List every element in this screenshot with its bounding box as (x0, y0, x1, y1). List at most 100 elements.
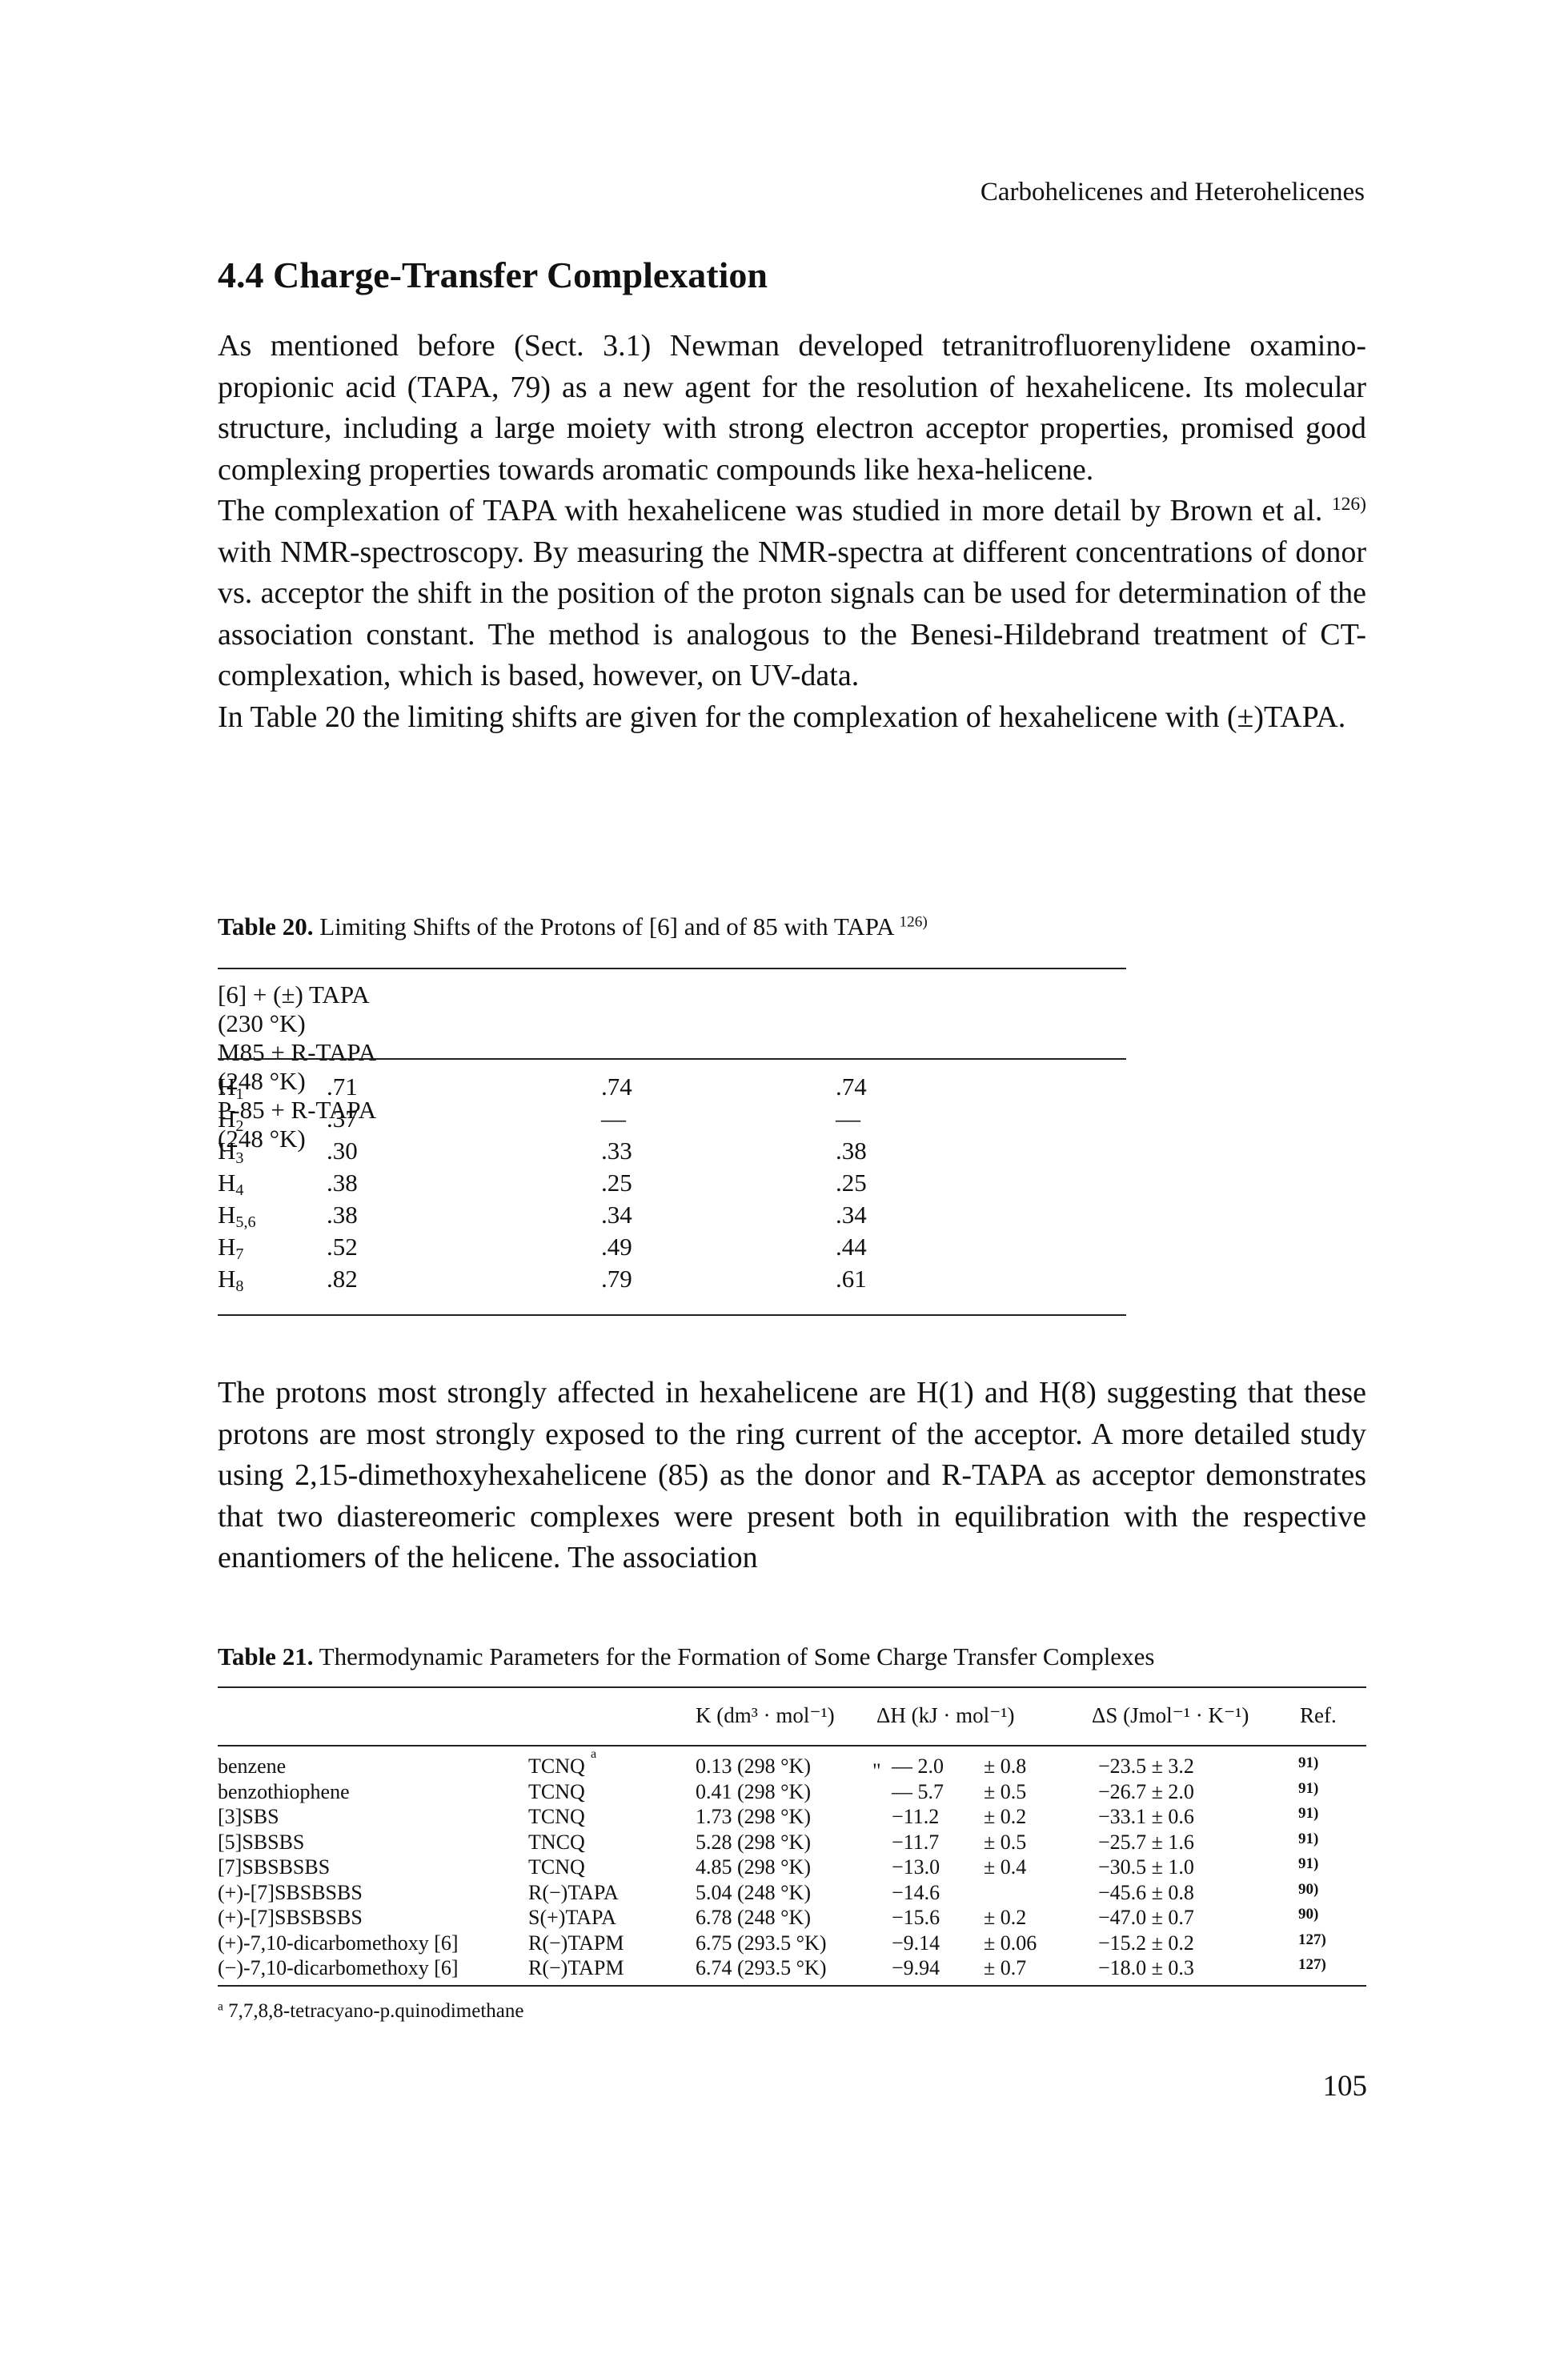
dh-error-cell: ± 0.8 (984, 1754, 1027, 1778)
donor-cell: (+)-[7]SBSBSBS (218, 1906, 363, 1929)
dh-cell: −15.6 (892, 1906, 940, 1929)
header-line: [6] + (±) TAPA (218, 980, 370, 1009)
ref-cell: 91) (1298, 1855, 1319, 1872)
ref-cell: 90) (1298, 1906, 1319, 1923)
k-cell: 0.13 (298 °K) (696, 1754, 811, 1778)
k-cell: 5.04 (248 °K) (696, 1880, 811, 1904)
header-line: (248 °K) (218, 1125, 306, 1153)
dh-cell: −9.94 (892, 1956, 940, 1979)
dh-error-cell: ± 0.4 (984, 1855, 1027, 1879)
header-line: P-85 + R-TAPA (218, 1096, 377, 1124)
dh-cell: −14.6 (892, 1880, 940, 1904)
header-line: (230 °K) (218, 1009, 306, 1037)
dh-error-cell: ± 0.06 (984, 1931, 1037, 1955)
dh-cell: — 5.7 (892, 1779, 944, 1803)
acceptor-cell: R(−)TAPM (528, 1956, 624, 1979)
table20-header: [6] + (±) TAPA (230 °K) M85 + R-TAPA (24… (218, 980, 376, 1153)
table20-header-col1: [6] + (±) TAPA (230 °K) (218, 980, 376, 1038)
table-cell: .38 (327, 1169, 358, 1197)
table-row: H1.71.74.74 (218, 1073, 1098, 1105)
acceptor-cell: TCNQ (528, 1754, 585, 1778)
table20-header-rule (218, 1058, 1126, 1060)
ref-cell: 127) (1298, 1956, 1326, 1973)
dh-error-cell: ± 0.7 (984, 1956, 1027, 1979)
ds-cell: −26.7 ± 2.0 (1098, 1779, 1194, 1803)
table20-caption: Table 20. Limiting Shifts of the Protons… (218, 912, 928, 941)
paragraph-text: with NMR-spectroscopy. By measuring the … (218, 535, 1366, 693)
table-row: H3.30.33.38 (218, 1137, 1098, 1169)
row-label: H7 (218, 1233, 244, 1264)
table-cell: .33 (601, 1137, 632, 1165)
table-cell: .74 (836, 1073, 867, 1101)
table21-header-rule (218, 1745, 1366, 1746)
table-cell: .44 (836, 1233, 867, 1261)
table20-header-col2: M85 + R-TAPA (248 °K) (218, 1038, 376, 1096)
table-cell: — (601, 1105, 626, 1133)
header-k: K (dm³ · mol⁻¹) (696, 1703, 835, 1727)
dh-error-cell: ± 0.2 (984, 1906, 1027, 1929)
body-text: As mentioned before (Sect. 3.1) Newman d… (218, 326, 1366, 738)
k-cell: 6.74 (293.5 °K) (696, 1956, 827, 1979)
k-cell: 6.78 (248 °K) (696, 1906, 811, 1929)
section-title: 4.4 Charge-Transfer Complexation (218, 255, 768, 295)
table-cell: — (836, 1105, 860, 1133)
dh-cell: −13.0 (892, 1855, 940, 1879)
table-row: H2 .37 — — (218, 1105, 1098, 1137)
ditto-mark: " (872, 1759, 881, 1783)
ref-cell: 91) (1298, 1830, 1319, 1847)
acceptor-cell: R(−)TAPM (528, 1931, 624, 1955)
dh-error-cell: ± 0.2 (984, 1805, 1027, 1828)
k-cell: 0.41 (298 °K) (696, 1779, 811, 1803)
ref-cell: 127) (1298, 1931, 1326, 1948)
table20-top-rule (218, 968, 1126, 969)
table-cell: .71 (327, 1073, 358, 1101)
table21-label: Table 21. (218, 1642, 314, 1670)
paragraph: In Table 20 the limiting shifts are give… (218, 700, 1346, 734)
k-cell: 6.75 (293.5 °K) (696, 1931, 827, 1955)
table20-bottom-rule (218, 1314, 1126, 1316)
paragraph: The protons most strongly affected in he… (218, 1376, 1366, 1574)
row-label: H8 (218, 1265, 244, 1296)
donor-cell: benzene (218, 1754, 287, 1778)
ref-cell: 91) (1298, 1805, 1319, 1822)
acceptor-cell: TCNQ (528, 1805, 585, 1828)
table-cell: .38 (836, 1137, 867, 1165)
table-cell: .79 (601, 1265, 632, 1293)
table-cell: .25 (601, 1169, 632, 1197)
reference-superscript: 126) (1331, 494, 1367, 515)
body-text-2: The protons most strongly affected in he… (218, 1373, 1366, 1579)
paragraph-text: et al. (1261, 494, 1323, 527)
paragraph-text: The complexation of TAPA with hexahelice… (218, 494, 1253, 527)
acceptor-cell: S(+)TAPA (528, 1906, 616, 1929)
dh-cell: −11.7 (892, 1830, 940, 1854)
ds-cell: −25.7 ± 1.6 (1098, 1830, 1194, 1854)
ds-cell: −47.0 ± 0.7 (1098, 1906, 1194, 1929)
ds-cell: −45.6 ± 0.8 (1098, 1880, 1194, 1904)
table20-header-col3: P-85 + R-TAPA (248 °K) (218, 1096, 376, 1153)
row-label: H3 (218, 1137, 244, 1168)
table21-header: K (dm³ · mol⁻¹) ΔH (kJ · mol⁻¹) ΔS (Jmol… (218, 1703, 1366, 1735)
paragraph: The complexation of TAPA with hexahelice… (218, 491, 1366, 697)
table20-caption-text: Limiting Shifts of the Protons of [6] an… (319, 912, 893, 940)
table-cell: .37 (327, 1105, 358, 1133)
table-cell: .25 (836, 1169, 867, 1197)
row-label: H2 (218, 1105, 244, 1136)
ref-cell: 91) (1298, 1754, 1319, 1771)
donor-cell: (+)-[7]SBSBSBS (218, 1880, 363, 1904)
k-cell: 1.73 (298 °K) (696, 1805, 811, 1828)
table-row: (+)-[7]SBSBSBS S(+)TAPA 6.78 (248 °K) −15.6… (218, 1906, 1370, 1937)
acceptor-cell: TNCQ (528, 1830, 585, 1854)
donor-cell: [5]SBSBS (218, 1830, 305, 1854)
k-cell: 4.85 (298 °K) (696, 1855, 811, 1879)
row-label: H4 (218, 1169, 244, 1200)
header-ds: ΔS (Jmol⁻¹ · K⁻¹) (1092, 1703, 1249, 1727)
reference-superscript: 126) (899, 913, 928, 931)
dh-cell: — 2.0 (892, 1754, 944, 1778)
ds-cell: −33.1 ± 0.6 (1098, 1805, 1194, 1828)
table-row: H8.82.79.61 (218, 1265, 1098, 1297)
table-cell: .82 (327, 1265, 358, 1293)
